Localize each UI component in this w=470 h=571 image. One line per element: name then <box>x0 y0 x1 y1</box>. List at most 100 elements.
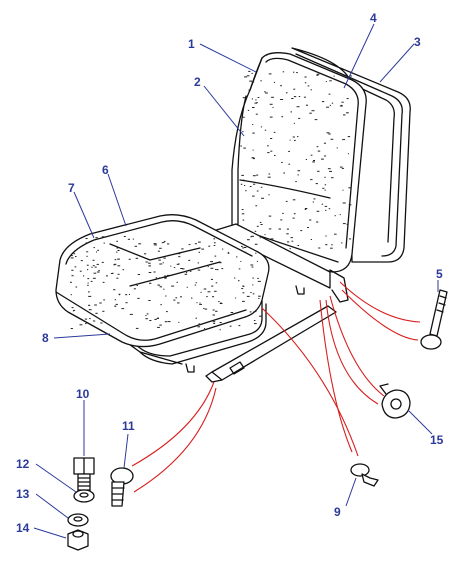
texture-speck <box>204 308 208 310</box>
texture-speck <box>102 310 105 312</box>
texture-speck <box>180 268 183 269</box>
texture-speck <box>253 183 256 185</box>
texture-speck <box>219 262 222 264</box>
texture-speck <box>110 273 114 274</box>
texture-speck <box>128 258 131 260</box>
texture-speck <box>297 245 300 246</box>
texture-speck <box>87 269 89 271</box>
texture-speck <box>154 318 157 320</box>
texture-speck <box>264 129 267 131</box>
texture-speck <box>92 259 95 261</box>
texture-speck <box>235 297 237 299</box>
texture-speck <box>269 116 273 118</box>
texture-speck <box>145 315 147 317</box>
texture-speck <box>270 150 273 152</box>
texture-speck <box>153 244 157 246</box>
texture-speck <box>170 265 172 267</box>
texture-speck <box>116 251 118 253</box>
texture-speck <box>227 252 230 254</box>
callout-14: 14 <box>16 521 30 535</box>
texture-speck <box>125 294 128 296</box>
texture-speck <box>260 224 263 225</box>
texture-speck <box>270 138 273 139</box>
texture-speck <box>261 197 264 199</box>
texture-speck <box>91 266 93 268</box>
texture-speck <box>258 297 260 299</box>
texture-speck <box>116 240 118 242</box>
texture-speck <box>243 147 246 149</box>
texture-speck <box>71 307 74 309</box>
texture-speck <box>256 174 259 176</box>
texture-speck <box>295 181 297 183</box>
texture-speck <box>260 80 262 82</box>
texture-speck <box>258 295 261 297</box>
texture-speck <box>304 208 307 210</box>
texture-speck <box>75 256 77 257</box>
texture-speck <box>194 248 196 250</box>
texture-speck <box>71 275 74 277</box>
texture-speck <box>138 243 142 245</box>
texture-speck <box>243 179 245 181</box>
texture-speck <box>212 296 215 298</box>
texture-speck <box>157 326 160 328</box>
texture-speck <box>143 253 147 255</box>
texture-speck <box>123 236 126 237</box>
texture-speck <box>293 96 297 98</box>
texture-speck <box>92 320 96 322</box>
texture-speck <box>268 173 271 175</box>
texture-speck <box>327 168 331 170</box>
texture-speck <box>240 183 243 185</box>
texture-speck <box>74 266 77 268</box>
texture-speck <box>257 97 260 98</box>
texture-speck <box>197 269 201 271</box>
texture-speck <box>175 297 178 299</box>
texture-speck <box>324 205 328 207</box>
texture-speck <box>341 242 343 244</box>
texture-speck <box>259 221 262 223</box>
texture-speck <box>273 131 276 133</box>
texture-speck <box>251 72 253 74</box>
texture-speck <box>241 288 244 290</box>
texture-speck <box>244 245 246 247</box>
texture-speck <box>180 296 182 298</box>
texture-speck <box>280 99 284 100</box>
texture-speck <box>196 302 198 304</box>
texture-speck <box>300 230 303 232</box>
texture-speck <box>85 242 88 244</box>
texture-speck <box>324 155 327 157</box>
texture-speck <box>113 289 116 291</box>
texture-speck <box>84 318 88 320</box>
texture-speck <box>171 285 175 287</box>
part-12-washer <box>73 489 95 503</box>
texture-speck <box>158 259 161 261</box>
texture-speck <box>208 245 211 247</box>
texture-speck <box>241 209 244 210</box>
texture-speck <box>342 223 346 225</box>
texture-speck <box>247 239 250 241</box>
texture-speck <box>254 102 258 104</box>
texture-speck <box>310 154 313 156</box>
texture-speck <box>211 285 214 287</box>
texture-speck <box>194 284 197 286</box>
texture-speck <box>85 323 87 325</box>
texture-speck <box>86 255 88 257</box>
texture-speck <box>159 263 163 265</box>
texture-speck <box>297 170 301 172</box>
texture-speck <box>268 194 270 196</box>
texture-speck <box>269 103 273 105</box>
texture-speck <box>340 104 343 106</box>
texture-speck <box>254 243 258 245</box>
texture-speck <box>173 267 176 269</box>
texture-speck <box>241 245 243 247</box>
texture-speck <box>333 75 335 77</box>
texture-speck <box>252 175 256 177</box>
texture-speck <box>218 301 220 303</box>
texture-speck <box>88 295 92 297</box>
texture-speck <box>79 324 83 326</box>
texture-speck <box>219 303 223 304</box>
texture-speck <box>325 235 327 237</box>
texture-speck <box>162 242 165 243</box>
texture-speck <box>132 238 134 240</box>
texture-speck <box>148 300 151 301</box>
texture-speck <box>148 265 151 267</box>
